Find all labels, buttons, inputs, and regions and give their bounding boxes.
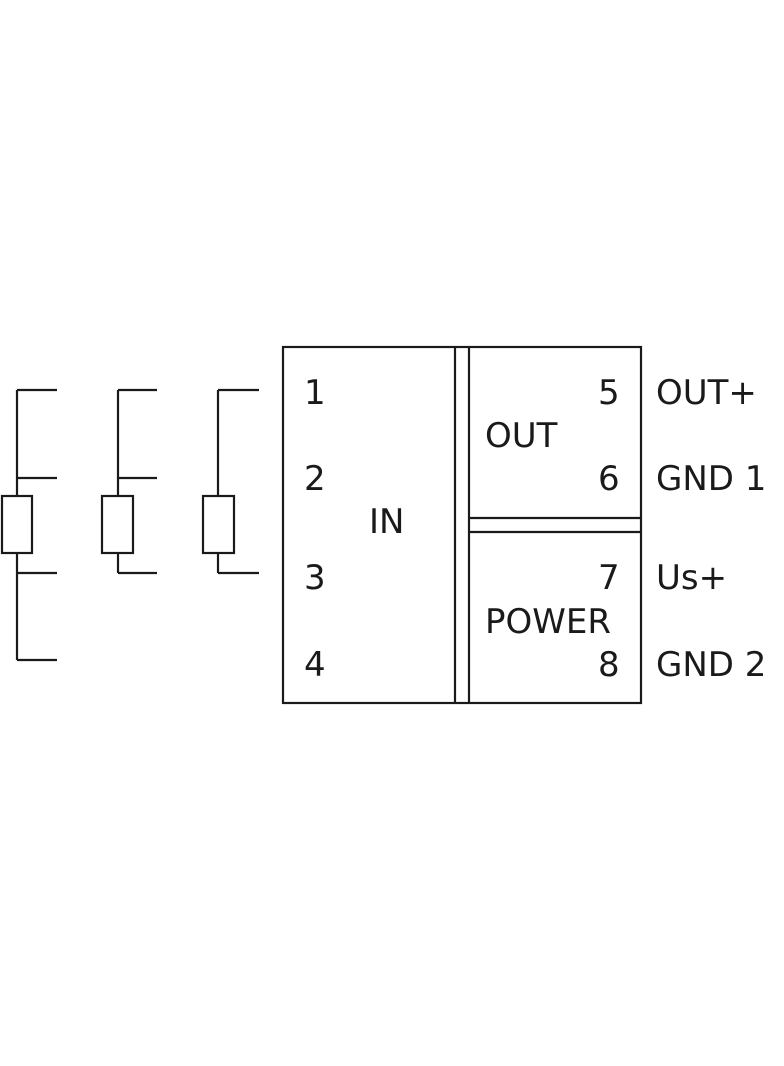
terminal-5: 5 bbox=[598, 373, 620, 413]
signal-gnd-1: GND 1 bbox=[656, 459, 766, 499]
terminal-3: 3 bbox=[304, 558, 326, 598]
signal-gnd-2: GND 2 bbox=[656, 645, 766, 685]
signal-out-plus: OUT+ bbox=[656, 373, 757, 413]
signal-us-plus: Us+ bbox=[656, 558, 727, 598]
sensor-2-wire bbox=[201, 388, 259, 575]
terminal-1: 1 bbox=[304, 373, 326, 413]
output-label: OUT bbox=[485, 416, 558, 456]
terminal-4: 4 bbox=[304, 645, 326, 685]
terminal-2: 2 bbox=[304, 459, 326, 499]
module-outline bbox=[281, 345, 643, 705]
input-label: IN bbox=[369, 502, 404, 542]
power-label: POWER bbox=[485, 602, 611, 642]
terminal-8: 8 bbox=[598, 645, 620, 685]
terminal-7: 7 bbox=[598, 558, 620, 598]
terminal-6: 6 bbox=[598, 459, 620, 499]
sensor-3-wire bbox=[100, 388, 157, 575]
sensor-4-wire bbox=[0, 388, 57, 662]
